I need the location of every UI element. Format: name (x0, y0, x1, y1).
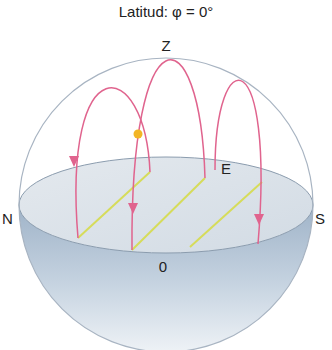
arrowheads (69, 156, 264, 225)
chart-title: Latitud: φ = 0° (119, 4, 214, 19)
sphere-outline (19, 58, 313, 350)
horizon-plane (19, 157, 313, 253)
diurnal-chords (78, 172, 262, 250)
zenith-label: Z (161, 38, 170, 53)
south-label: S (315, 211, 325, 226)
diurnal-arcs (76, 60, 261, 250)
sun-dot (134, 130, 143, 139)
east-label: E (221, 161, 231, 176)
observer-label: 0 (159, 259, 167, 274)
north-label: N (2, 211, 13, 226)
